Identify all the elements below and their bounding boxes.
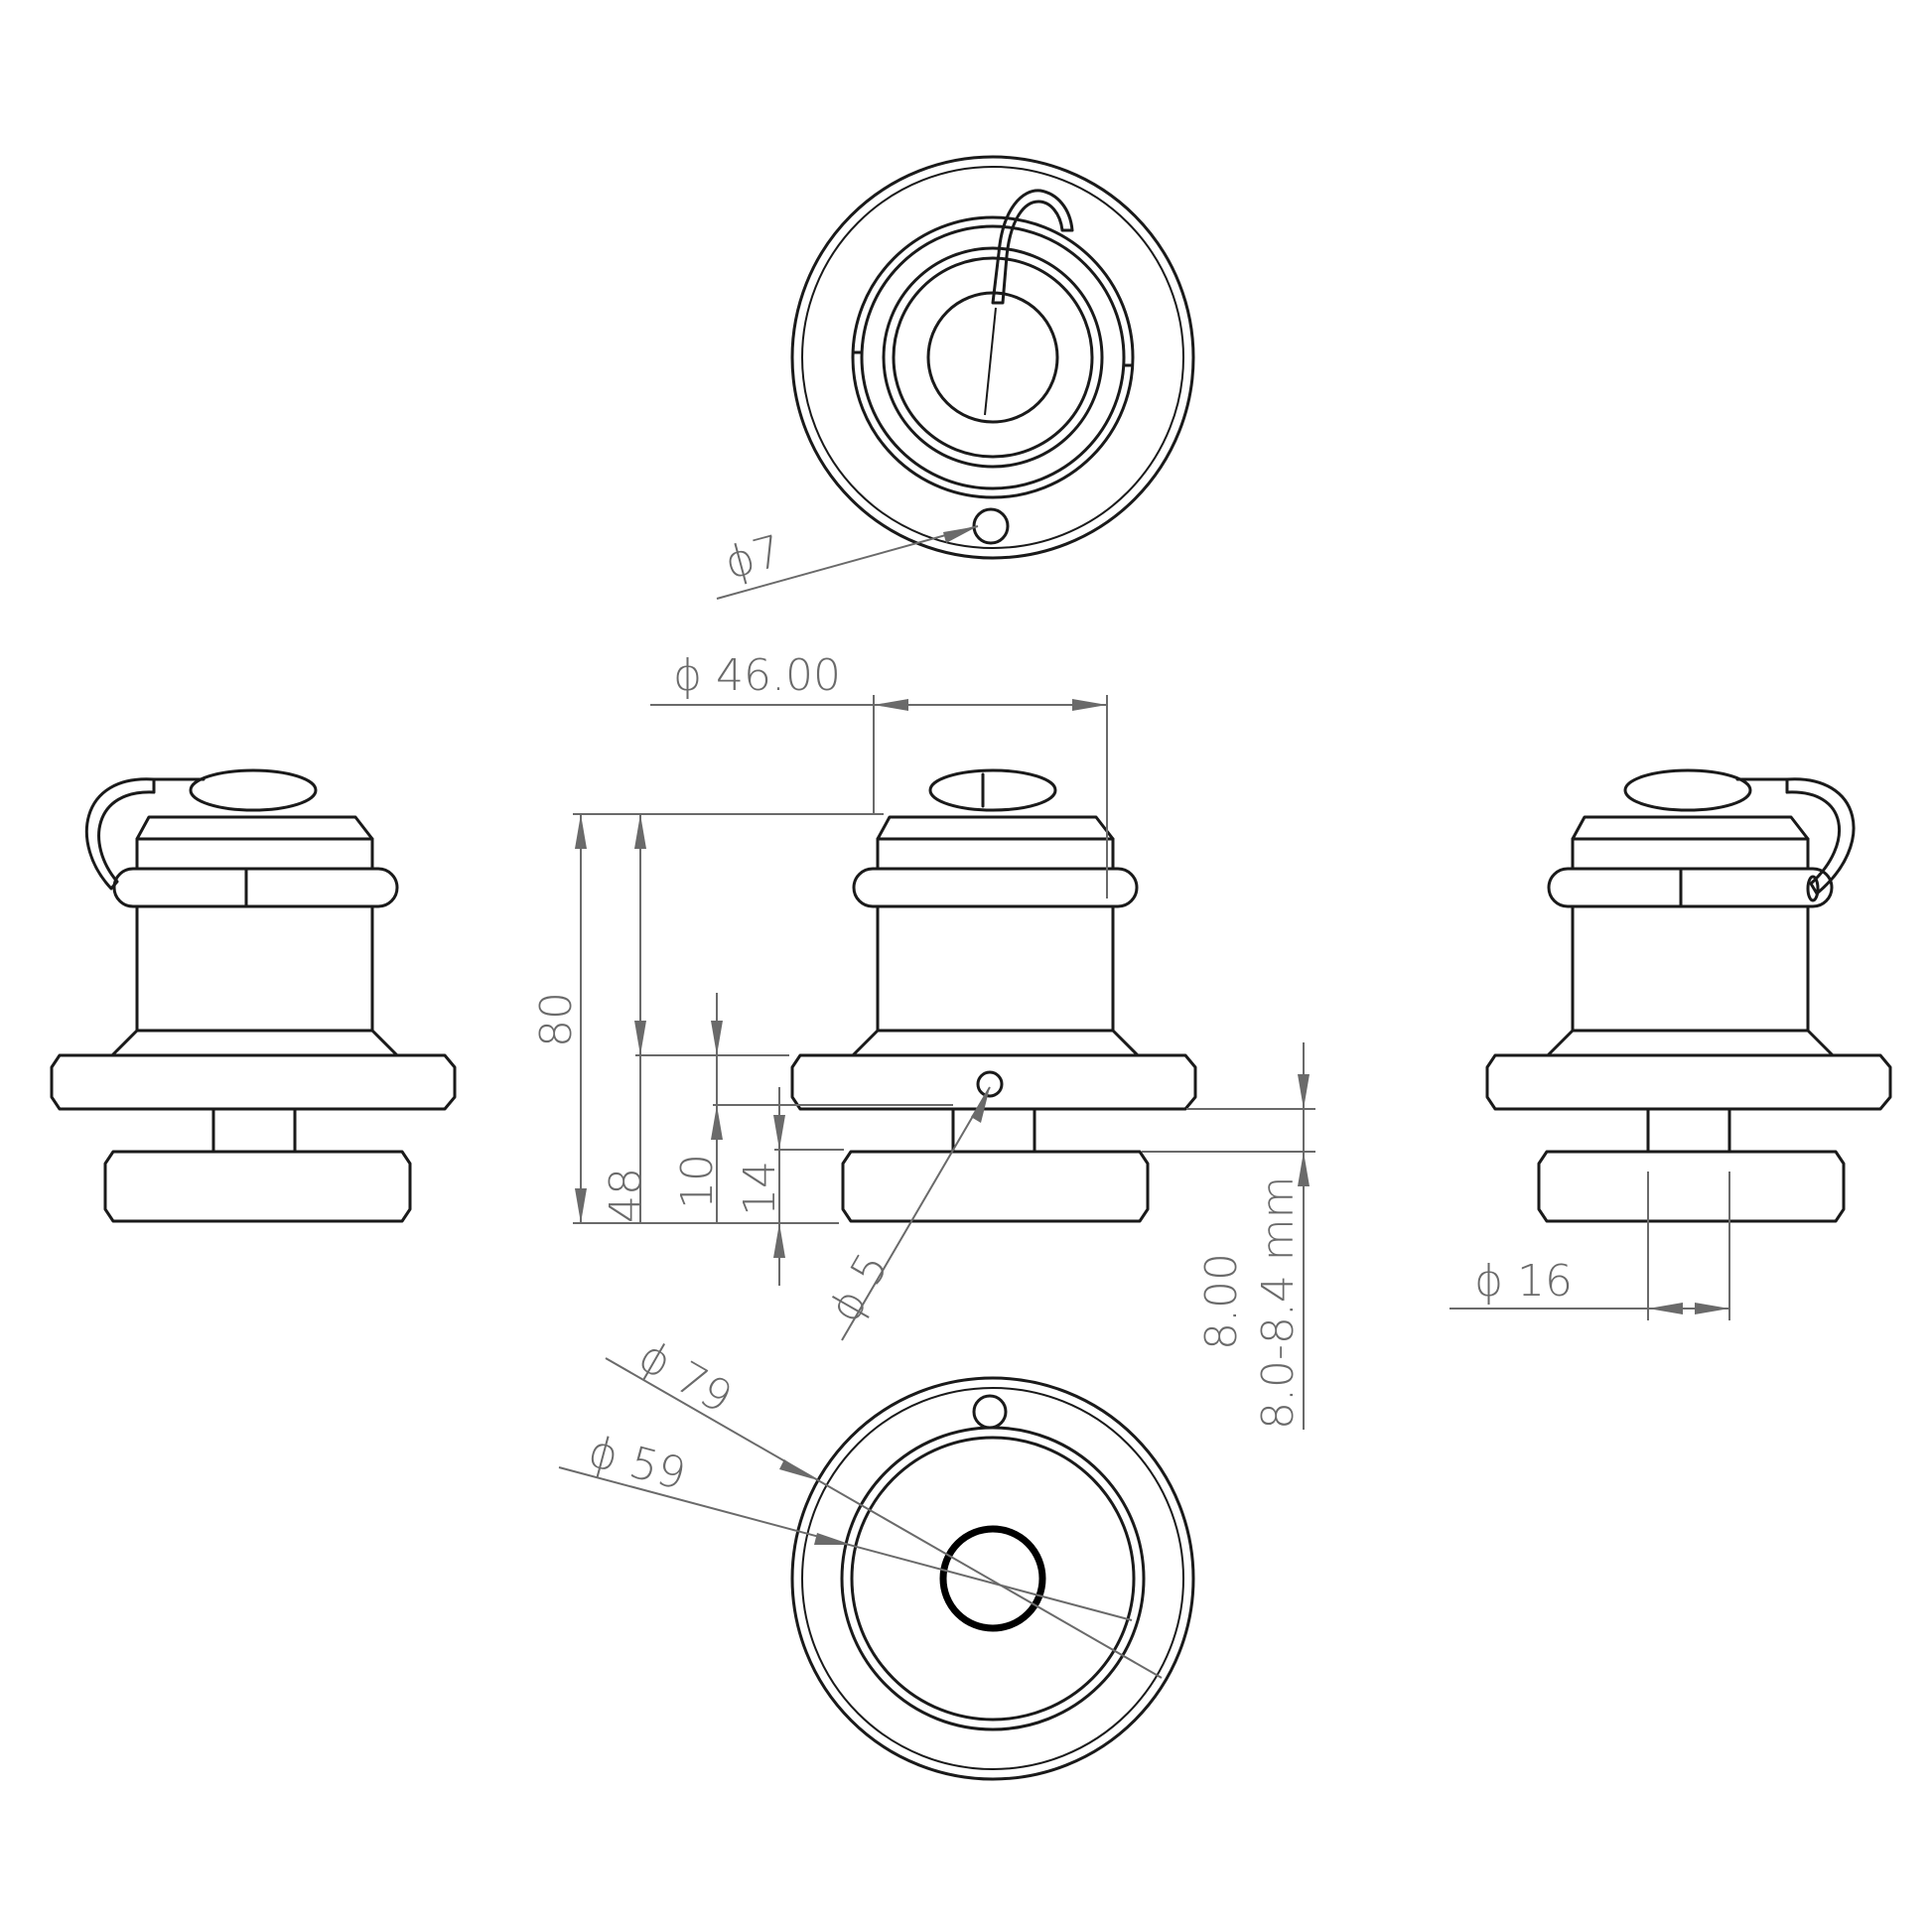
top-view xyxy=(790,155,1195,560)
bottom-view xyxy=(790,1376,1195,1781)
width-label: ϕ 46.00 xyxy=(673,650,841,701)
left-view xyxy=(50,768,457,1223)
height-total-label: 80 xyxy=(531,992,582,1047)
height-14-label: 14 xyxy=(735,1161,785,1216)
shaft-label: ϕ 16 xyxy=(1474,1256,1573,1307)
height-48-dimension: 48 xyxy=(601,814,789,1223)
width-dimension: ϕ 46.00 xyxy=(650,650,1108,898)
right-view xyxy=(1485,768,1892,1223)
hole-top-dimension: ϕ7 xyxy=(716,525,979,600)
height-10-dimension: 10 xyxy=(672,993,953,1223)
height-total-dimension: 80 xyxy=(531,813,884,1224)
height-14-dimension: 14 xyxy=(735,1087,844,1286)
flange-outer-label: ϕ 79 xyxy=(630,1330,741,1424)
thickness-dimension: 8.00 8.0-8.4 mm xyxy=(1142,1042,1315,1430)
hole-side-label: ϕ 5 xyxy=(819,1244,898,1330)
flange-inner-label: ϕ 59 xyxy=(583,1426,691,1500)
height-48-label: 48 xyxy=(601,1168,651,1223)
thickness-label: 8.00 xyxy=(1196,1253,1247,1350)
height-10-label: 10 xyxy=(672,1154,723,1209)
hole-top-label: ϕ7 xyxy=(720,526,787,590)
shaft-dimension: ϕ 16 xyxy=(1449,1172,1730,1320)
front-view xyxy=(790,768,1197,1223)
thickness-range-label: 8.0-8.4 mm xyxy=(1253,1175,1304,1430)
